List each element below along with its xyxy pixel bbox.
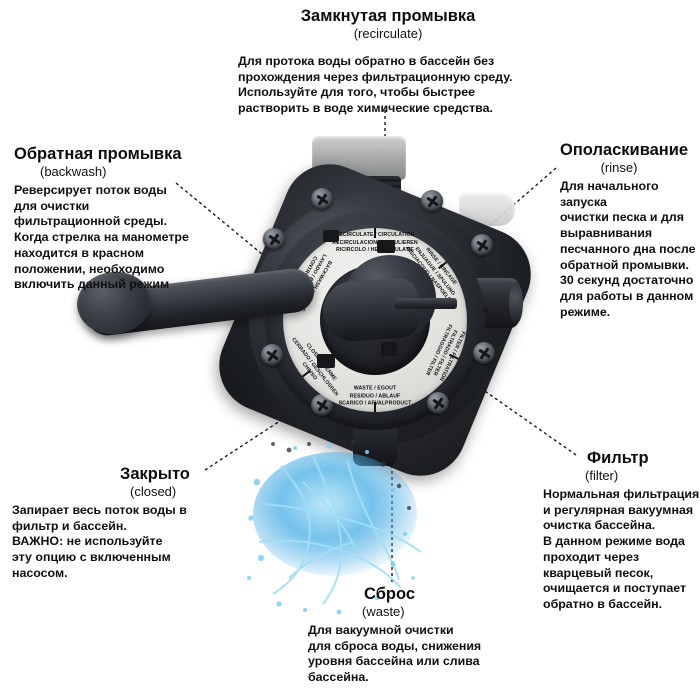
callout-title: Обратная промывка [14, 145, 182, 163]
callout-subtitle: (recirculate) [353, 25, 423, 41]
callout-body: Запирает весь поток воды в фильтр и басс… [12, 502, 187, 580]
callout-subtitle: (backwash) [40, 163, 107, 179]
valve-screw [421, 190, 443, 212]
callout-backwash: Обратная промывка (backwash) Реверсирует… [14, 145, 229, 293]
callout-rinse: Ополаскивание (rinse) Для начального зап… [560, 141, 700, 321]
valve-screw [473, 342, 495, 364]
callout-subtitle: (filter) [585, 467, 619, 483]
callout-title: Фильтр [587, 449, 649, 467]
valve-drain-stub [353, 426, 397, 466]
rotor-tab [317, 354, 335, 368]
rotor-tab [377, 240, 395, 253]
rotor-tab [323, 230, 339, 242]
callout-body: Для начального запуска очистки песка и д… [560, 178, 696, 319]
callout-title: Закрыто [120, 465, 190, 483]
rotor-tab [381, 342, 397, 356]
valve-screw [427, 392, 449, 414]
valve-handle-pointer [395, 298, 457, 309]
valve-screw [311, 394, 333, 416]
callout-title: Ополаскивание [560, 141, 689, 159]
callout-closed: Закрыто (closed) Запирает весь поток вод… [12, 465, 227, 582]
multiport-valve-illustration: RECIRCULATE / CIRCULATION RECIRCULACION … [73, 130, 575, 490]
callout-filter: Фильтр (filter) Нормальная фильтрация и … [543, 449, 700, 613]
callout-subtitle: (waste) [362, 603, 405, 619]
callout-body: Для вакуумной очистки для сброса воды, с… [308, 622, 482, 684]
valve-screw [471, 234, 493, 256]
callout-body: Для протока воды обратно в бассейн без п… [238, 53, 513, 115]
callout-subtitle: (closed) [130, 483, 177, 499]
callout-waste: Сброс (waste) Для вакуумной очистки для … [308, 585, 508, 686]
valve-handle-hub [321, 276, 421, 344]
valve-screw [261, 344, 283, 366]
valve-side-port-face [509, 282, 523, 324]
valve-screw [311, 188, 333, 210]
callout-recirculate: Замкнутая промывка (recirculate) Для про… [238, 7, 538, 117]
callout-body: Нормальная фильтрация и регулярная вакуу… [543, 486, 700, 611]
dial-tick [374, 228, 376, 238]
callout-body: Реверсирует поток воды для очистки фильт… [14, 182, 189, 292]
callout-subtitle: (rinse) [600, 159, 638, 175]
valve-screw [263, 228, 285, 250]
callout-title: Замкнутая промывка [300, 7, 476, 25]
callout-title: Сброс [364, 585, 416, 603]
dial-index-mark: N [483, 308, 489, 315]
